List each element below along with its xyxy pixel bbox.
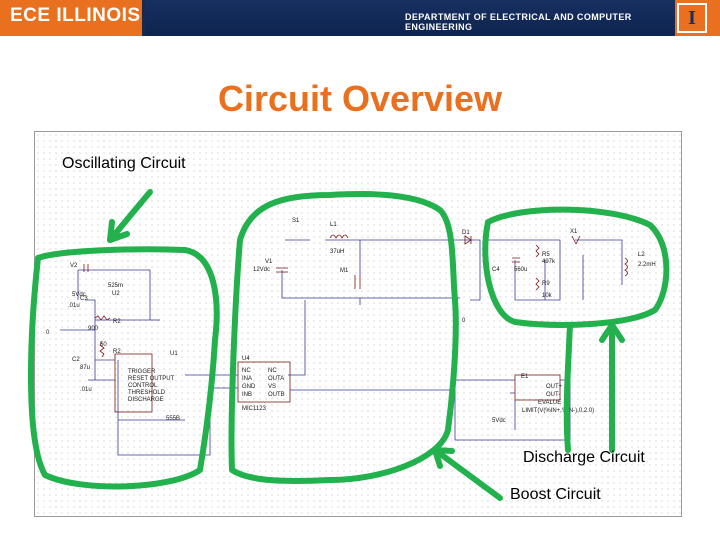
u4-pin-nc-right: NC bbox=[268, 368, 277, 374]
u1-pin-trigger: TRIGGER bbox=[128, 369, 156, 375]
m1-label: M1 bbox=[340, 268, 349, 274]
l1-label: L1 bbox=[330, 222, 337, 228]
ground-label-2: 0 bbox=[462, 318, 466, 324]
c4-value: 560u bbox=[514, 267, 527, 273]
v5-value: 5Vdc bbox=[492, 418, 506, 424]
l1-symbol bbox=[329, 234, 349, 239]
oscillating-circuit-outline bbox=[27, 246, 220, 490]
page-title: Circuit Overview bbox=[217, 78, 503, 119]
department-name: DEPARTMENT OF ELECTRICAL AND COMPUTER EN… bbox=[405, 12, 632, 32]
u2-label: U2 bbox=[112, 291, 120, 297]
v1-value: 12Vdc bbox=[253, 267, 270, 273]
wires bbox=[60, 239, 623, 456]
r9-symbol bbox=[535, 277, 540, 291]
annotations bbox=[27, 189, 670, 501]
r2b-label: R2 bbox=[113, 349, 121, 355]
u4-pin-vs: VS bbox=[268, 384, 276, 390]
discharge-circuit-outline bbox=[482, 206, 670, 328]
m1-symbol bbox=[354, 275, 361, 289]
oscillating-circuit-label: Oscillating Circuit bbox=[62, 155, 186, 172]
e1-value: EVALUE bbox=[538, 400, 561, 406]
r2a-label: R2 bbox=[113, 319, 121, 325]
s1-label: S1 bbox=[292, 218, 300, 224]
v2-value: 5Vdc bbox=[72, 292, 86, 298]
e1-out-plus: OUT+ bbox=[546, 384, 563, 390]
r2b-value: 50 bbox=[100, 342, 107, 348]
u4-body bbox=[237, 361, 291, 403]
logo-box: ECE ILLINOIS bbox=[0, 0, 142, 36]
discharge-arrow-head bbox=[599, 322, 625, 343]
r5-value: 497k bbox=[542, 259, 556, 265]
block-i-letter: I bbox=[688, 7, 696, 29]
e1-out-minus: OUT- bbox=[546, 392, 560, 398]
header-bar: ECE ILLINOIS DEPARTMENT OF ELECTRICAL AN… bbox=[0, 0, 720, 36]
c4-symbol bbox=[512, 257, 520, 263]
header-divider bbox=[142, 0, 145, 36]
u4-pin-gnd: GND bbox=[242, 384, 256, 390]
r5-label: R5 bbox=[542, 252, 550, 258]
l2-value: 2.2mH bbox=[638, 262, 656, 268]
c2-label: C2 bbox=[72, 357, 80, 363]
u4-pin-ina: INA bbox=[242, 376, 252, 382]
discharge-circuit-label: Discharge Circuit bbox=[523, 449, 645, 466]
c2-value: 87u bbox=[80, 365, 90, 371]
r2b-symbol bbox=[99, 341, 105, 358]
boost-circuit-outline bbox=[228, 191, 459, 484]
v1-label: V1 bbox=[265, 259, 273, 265]
u1-body bbox=[114, 353, 153, 413]
e1-label: E1 bbox=[521, 374, 529, 380]
x1-label: X1 bbox=[570, 229, 578, 235]
boost-arrow bbox=[432, 447, 503, 501]
r5-symbol bbox=[535, 244, 540, 258]
c1-value: .01u bbox=[80, 387, 92, 393]
u4-name: MIC1123 bbox=[242, 406, 267, 412]
r2a-symbol bbox=[94, 315, 111, 321]
u4-pin-inb: INB bbox=[242, 392, 252, 398]
u1-label: U1 bbox=[170, 351, 178, 357]
u4-pin-nc-left: NC bbox=[242, 368, 251, 374]
boost-circuit-label: Boost Circuit bbox=[510, 486, 601, 503]
discharge-connector-line bbox=[563, 322, 573, 453]
d1-symbol bbox=[464, 235, 472, 245]
c4-label: C4 bbox=[492, 267, 500, 273]
u4-pin-outb: OUTB bbox=[268, 392, 285, 398]
oscillating-arrow bbox=[107, 189, 153, 243]
u1-pin-reset-output: RESET OUTPUT bbox=[128, 376, 175, 382]
v1-symbol bbox=[276, 267, 288, 273]
l1-value: 37uH bbox=[330, 249, 344, 255]
header-strip: DEPARTMENT OF ELECTRICAL AND COMPUTER EN… bbox=[145, 0, 675, 36]
r9-label: R9 bbox=[542, 281, 550, 287]
e1-body bbox=[514, 374, 561, 401]
u1-name: 555B bbox=[166, 416, 180, 422]
boost-arrow-head bbox=[432, 447, 455, 469]
u1-pin-control: CONTROL bbox=[128, 383, 158, 389]
component-labels: V2 5Vdc C3 .01u U2 525m R2 900 R2 50 C2 … bbox=[46, 218, 656, 424]
ece-illinois-logo: ECE ILLINOIS bbox=[10, 5, 141, 26]
l2-label: L2 bbox=[638, 252, 645, 258]
c3-label: C3 bbox=[80, 296, 88, 302]
l2-symbol bbox=[624, 257, 628, 277]
v2-symbol bbox=[83, 264, 89, 272]
r2a-value: 900 bbox=[88, 326, 99, 332]
ground-label: 0 bbox=[46, 330, 50, 336]
v2-label: V2 bbox=[70, 263, 78, 269]
u1-pin-threshold: THRESHOLD bbox=[128, 390, 166, 396]
components bbox=[83, 234, 628, 413]
u4-label: U4 bbox=[242, 356, 250, 362]
x1-symbol bbox=[571, 235, 581, 245]
oscillating-arrow-head bbox=[107, 219, 130, 243]
d1-label: D1 bbox=[462, 230, 470, 236]
r9-value: 10k bbox=[542, 293, 553, 299]
u1-pin-discharge: DISCHARGE bbox=[128, 397, 164, 403]
u4-pin-outa: OUTA bbox=[268, 376, 284, 382]
c3-value: .01u bbox=[68, 303, 80, 309]
u2-value: 525m bbox=[108, 283, 123, 289]
block-i-logo: I bbox=[677, 3, 707, 33]
e1-expression: LIMIT(V(%IN+,%IN-),0,2.0) bbox=[522, 408, 594, 414]
